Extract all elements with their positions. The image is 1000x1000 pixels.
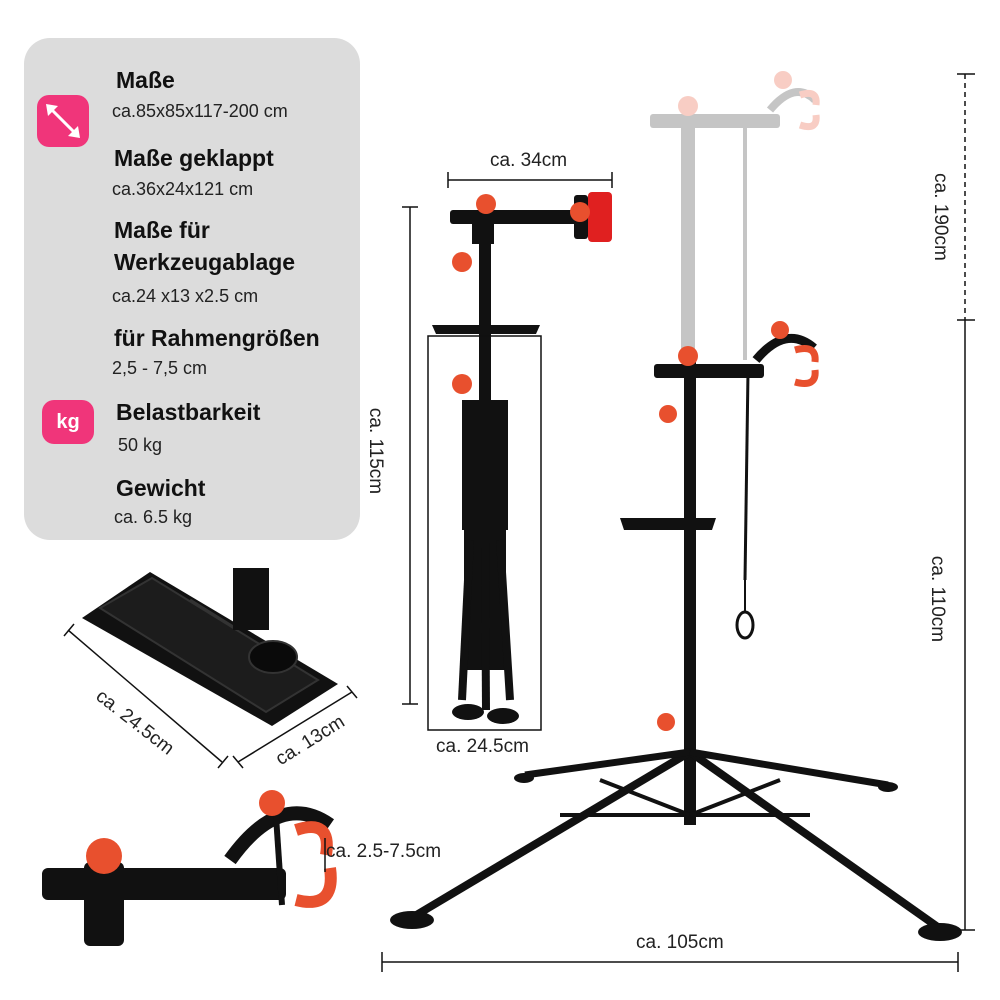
spec-value-tray: ca.24 x13 x2.5 cm (112, 286, 259, 306)
dim-extended-height: ca. 190cm (929, 173, 951, 261)
tool-tray (82, 568, 338, 726)
dim-clamp-range: ca. 2.5-7.5cm (326, 841, 442, 862)
weight-kg-icon: kg (42, 400, 94, 444)
dim-stand-height: ca. 110cm (927, 555, 949, 643)
clamp-detail (42, 790, 337, 946)
dim-folded-width: ca. 34cm (490, 150, 568, 171)
full-stand (390, 321, 962, 941)
folded-stand (427, 192, 612, 731)
spec-value-dimensions: ca.85x85x117-200 cm (112, 101, 288, 121)
spec-value-folded: ca.36x24x121 cm (112, 179, 254, 199)
spec-value-weight: ca. 6.5 kg (114, 507, 193, 527)
dim-folded-base: ca. 24.5cm (436, 736, 529, 757)
extended-stand-ghost (650, 71, 820, 360)
spec-title-tray: Maße für Werkzeugablage (114, 217, 296, 275)
spec-title-folded: Maße geklappt (114, 145, 274, 171)
spec-title-weight: Gewicht (116, 475, 206, 501)
dim-base-width: ca. 105cm (636, 932, 724, 953)
spec-value-load: 50 kg (118, 435, 163, 455)
spec-title-dimensions: Maße (116, 67, 175, 93)
spec-title-load: Belastbarkeit (116, 399, 261, 425)
diagonal-arrows-icon (37, 95, 89, 147)
dim-folded-height: ca. 115cm (365, 407, 387, 495)
spec-value-frame: 2,5 - 7,5 cm (112, 358, 208, 378)
spec-title-frame: für Rahmengrößen (114, 325, 320, 351)
